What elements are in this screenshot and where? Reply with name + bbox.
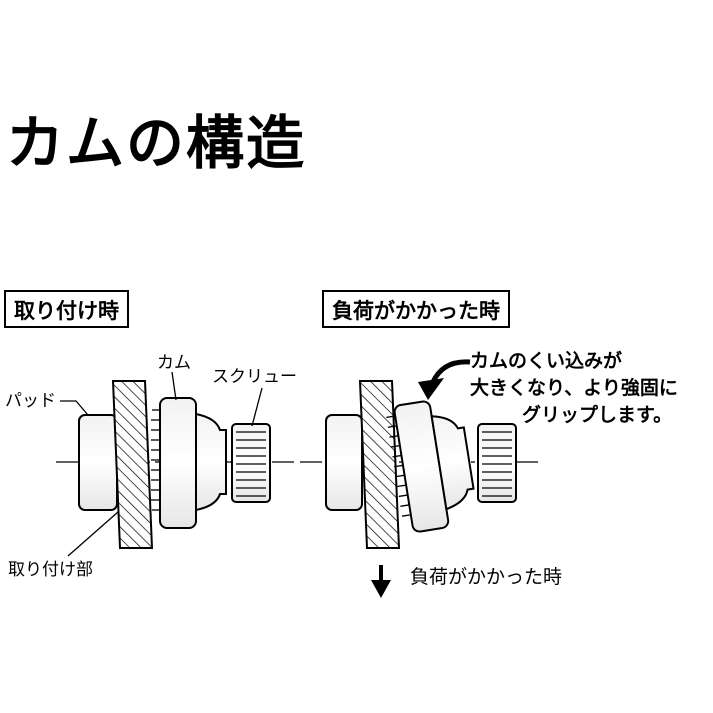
grip-note: カムのくい込みが 大きくなり、より強固に グリップします。 [470,348,708,429]
screw-leader [251,387,263,427]
loaded-state-header: 負荷がかかった時 [322,290,510,328]
cam-neck-shape [195,412,227,512]
cam-shape [159,397,197,529]
screw-shape [231,423,271,503]
cam-label: カム [157,353,191,373]
pad-label: パッド [5,391,56,411]
loaded-screw-shape [477,423,517,503]
cam-leader [171,371,177,401]
mount-shape [111,380,154,549]
page-title: カムの構造 [6,109,307,177]
loaded-mount-shape [358,380,401,549]
right-assembly [300,359,540,598]
grip-note-line: カムのくい込みが [470,350,623,372]
pad-shape [78,414,118,511]
grip-note-line: グリップします。 [522,404,673,426]
mount-label: 取り付け部 [8,560,93,580]
screw-label: スクリュー [212,367,297,387]
pad-leader [60,400,89,416]
left-assembly [56,371,296,557]
screw-threads [236,431,266,497]
mount-leader [67,511,119,557]
grip-note-line: 大きくなり、より強固に [470,377,678,399]
load-down-arrow-icon [371,580,391,598]
load-label: 負荷がかかった時 [410,566,563,588]
mounting-state-header: 取り付け時 [4,290,129,328]
loaded-pad-shape [325,414,363,511]
loaded-cam-group [386,400,475,533]
